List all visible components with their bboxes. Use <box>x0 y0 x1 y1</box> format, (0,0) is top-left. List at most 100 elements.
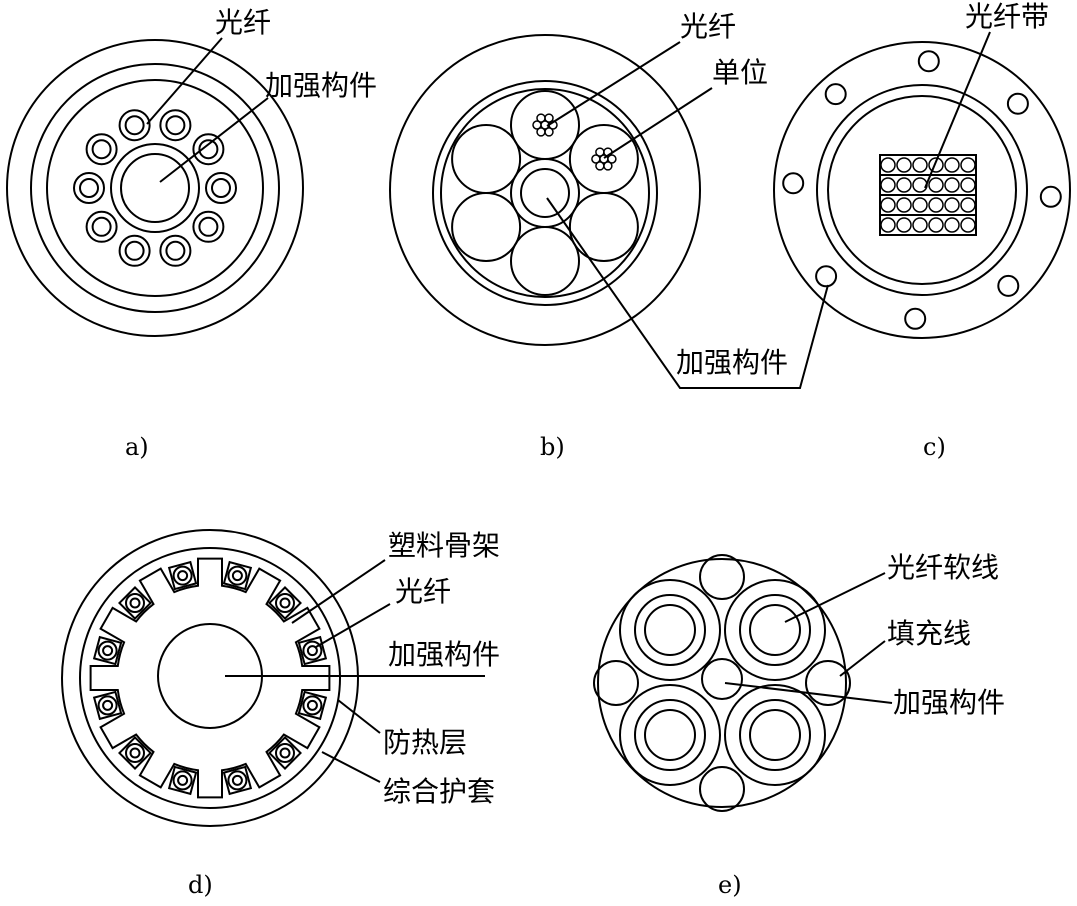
panel-e: 光纤软线 填充线 加强构件 e) <box>593 551 1005 899</box>
cable-a-outer-sheath <box>6 39 304 337</box>
leader-a-fiber <box>146 37 223 125</box>
cable-c-ribbon-fiber <box>912 157 928 173</box>
cable-c-strength-member <box>782 172 805 195</box>
cable-c-ribbon-fiber <box>928 157 944 173</box>
cable-c-strength-member <box>904 307 927 330</box>
cable-b-unit <box>510 226 580 296</box>
cable-a-middle-layer <box>30 63 280 313</box>
cable-d-fiber-slot <box>268 586 302 620</box>
cable-b-unit-fiber <box>607 154 617 164</box>
cable-e-filler <box>805 660 851 706</box>
cable-a-fiber-tube <box>192 133 225 166</box>
cable-a-fiber-tube <box>85 133 118 166</box>
cable-d-plastic-skeleton <box>89 557 331 799</box>
cable-a-fiber-tube <box>118 234 151 267</box>
cable-c-ribbon-fiber <box>912 197 928 213</box>
cable-e-fiber-cord-jacket <box>724 684 826 786</box>
cable-d-fiber <box>177 570 189 582</box>
cable-a-strength-member-core <box>120 153 190 223</box>
cable-c-strength-member <box>1006 92 1029 115</box>
cable-b-unit-fiber <box>591 154 601 164</box>
caption-a: a) <box>125 433 149 461</box>
cable-e-outer-sheath <box>597 558 847 808</box>
cable-d-fiber-buffer <box>275 593 295 613</box>
cable-d-fiber-slot <box>268 736 302 770</box>
cable-b-unit-fiber <box>603 161 613 171</box>
cable-d-fiber <box>129 747 141 759</box>
label-e-filler: 填充线 <box>887 617 971 650</box>
leader-e-cord <box>784 572 886 623</box>
cable-d-fiber <box>306 699 318 711</box>
cable-a-fiber-tube <box>73 172 105 204</box>
panel-c: 光纤带 c) <box>773 0 1071 461</box>
cable-d-fiber <box>231 774 243 786</box>
cable-a-fiber <box>124 240 145 261</box>
cable-c-ribbon-fiber <box>880 197 896 213</box>
cable-e-fiber-cord-buffer <box>634 699 706 771</box>
leader-d-skeleton <box>291 559 386 624</box>
cable-a-fiber <box>165 240 186 261</box>
cable-e-filler <box>699 766 745 812</box>
cable-e-filler <box>593 660 639 706</box>
cable-a-fiber-ring <box>73 109 237 267</box>
cable-b-unit-fiber <box>595 147 605 157</box>
cable-c-ribbon-fiber <box>896 177 912 193</box>
cable-e-fiber-cord-core <box>644 709 696 761</box>
cable-e-fiber-cord-buffer <box>739 699 811 771</box>
cable-a-fiber-tube <box>118 109 151 142</box>
cable-d-fiber-buffer <box>172 770 193 791</box>
cable-e-fiber-cord-core <box>749 604 801 656</box>
cable-c-ribbon-fiber <box>880 157 896 173</box>
leader-shared-strength-member <box>546 197 829 389</box>
cable-e-fiber-cord-buffer <box>634 594 706 666</box>
label-d-heat-layer: 防热层 <box>383 726 467 759</box>
cable-d-fiber-buffer <box>227 565 248 586</box>
cable-a-fiber <box>91 139 112 160</box>
cable-c-ribbon-fiber <box>960 217 976 233</box>
cable-c-ribbon-fiber <box>960 157 976 173</box>
cable-d-fiber-buffer <box>302 695 323 716</box>
cable-e-fiber-cord-jacket <box>724 579 826 681</box>
cable-c-ribbon-fiber <box>912 177 928 193</box>
cable-c-ribbon-fiber <box>912 217 928 233</box>
cable-d-fiber-buffer <box>125 743 145 763</box>
cable-e-strength-member <box>701 658 743 700</box>
cable-d-fiber <box>129 597 141 609</box>
cable-b-unit-fiber <box>595 161 605 171</box>
leader-e-strength-member <box>724 682 893 704</box>
cable-c-fiber-ribbon-stack <box>879 154 977 236</box>
cable-b-units <box>451 90 639 296</box>
cable-c-ribbon-fiber <box>896 197 912 213</box>
cable-b-unit <box>451 192 522 262</box>
panel-a: 光纤 加强构件 a) <box>6 6 377 461</box>
cable-c-strength-member <box>917 50 940 73</box>
cable-b-unit-fiber <box>536 127 546 137</box>
caption-e: e) <box>718 871 742 899</box>
cable-a-fiber-tube <box>159 109 192 142</box>
label-c-ribbon: 光纤带 <box>965 0 1049 33</box>
cable-c-ribbon-fiber <box>944 217 960 233</box>
cable-c-ribbon-fiber <box>944 157 960 173</box>
cable-a-fiber-tube <box>85 210 118 243</box>
cable-c-strength-member <box>815 265 838 288</box>
cable-c-ribbon-fiber <box>896 217 912 233</box>
label-d-fiber: 光纤 <box>395 575 451 608</box>
cable-d-fiber <box>306 645 318 657</box>
cable-b-unit <box>568 192 639 262</box>
label-d-strength-member: 加强构件 <box>388 638 500 671</box>
label-b-fiber: 光纤 <box>680 10 736 43</box>
cable-d-fiber <box>279 747 291 759</box>
cable-b-strength-member-outer <box>510 158 580 228</box>
cable-c-ribbon-fiber <box>960 197 976 213</box>
cable-a-fiber <box>198 139 219 160</box>
cable-d-fiber <box>231 570 243 582</box>
label-a-fiber: 光纤 <box>215 6 271 39</box>
label-a-strength-member: 加强构件 <box>265 69 377 102</box>
cable-c-outer-sheath <box>773 41 1071 339</box>
cable-c-strength-members <box>782 50 1062 330</box>
label-d-sheath: 综合护套 <box>383 775 495 808</box>
cable-c-inner-layer-inner <box>827 95 1017 285</box>
cable-c-ribbon-fiber <box>928 177 944 193</box>
cable-c-strength-member <box>1039 185 1062 208</box>
